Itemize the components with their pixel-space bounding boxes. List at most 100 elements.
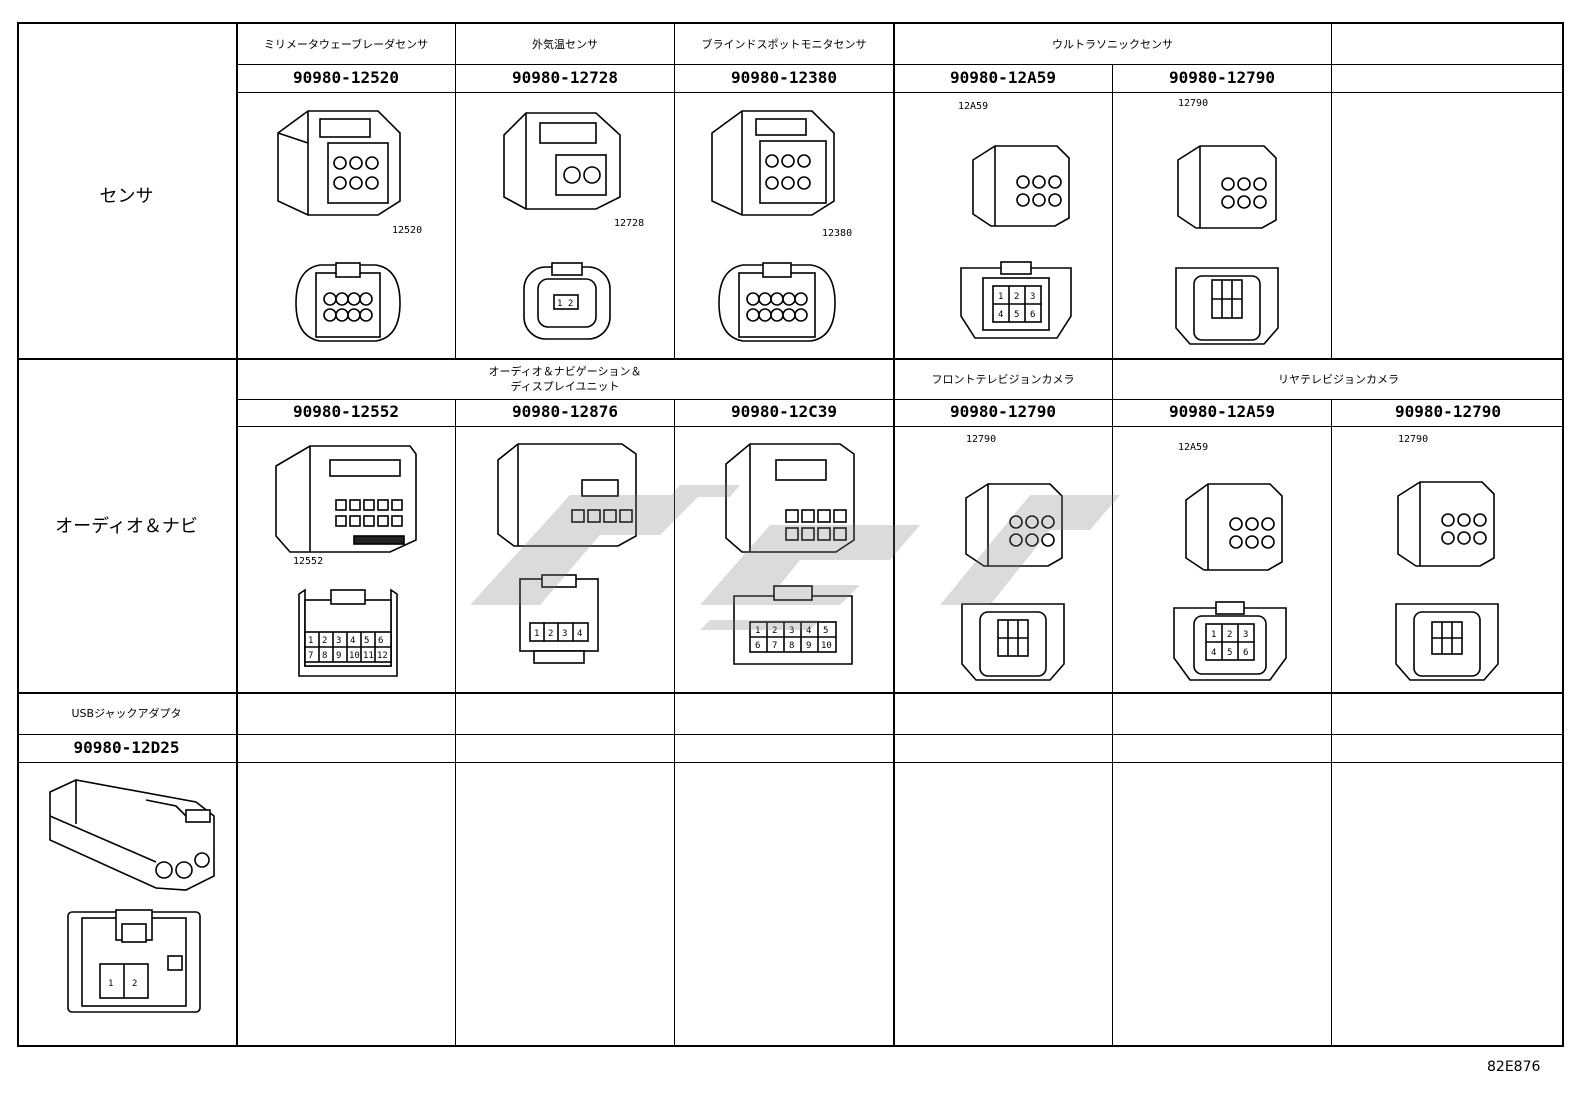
connector-12380-iso-drawing xyxy=(702,103,842,221)
svg-text:2: 2 xyxy=(1014,292,1019,302)
row2-pn-4: 90980-12790 xyxy=(950,402,1056,421)
row1-name-1: ミリメータウェーブレーダセンサ xyxy=(263,38,429,51)
connector-12790-rear-face-drawing xyxy=(1392,594,1502,686)
row1-pn-4: 90980-12A59 xyxy=(950,68,1056,87)
row3-name: USBジャックアダプタ xyxy=(71,707,182,720)
connector-12728-face-drawing: 1 2 xyxy=(518,257,616,345)
figure-code: 82E876 xyxy=(1487,1059,1541,1075)
svg-text:5: 5 xyxy=(364,636,369,646)
col-divider-3 xyxy=(893,22,895,1047)
svg-text:3: 3 xyxy=(1243,630,1248,640)
callout-12520: 12520 xyxy=(392,225,423,236)
svg-text:3: 3 xyxy=(562,629,567,639)
col-divider-5b xyxy=(1331,399,1332,1047)
connector-12790-front-face-drawing xyxy=(958,594,1068,686)
connector-12790-front-iso-drawing xyxy=(960,478,1066,570)
connector-12790-face-drawing xyxy=(1172,258,1282,350)
svg-text:2: 2 xyxy=(772,626,777,636)
row1-bottom-divider xyxy=(17,358,1564,360)
section-label-audio-navi: オーディオ＆ナビ xyxy=(55,516,198,537)
row3-pn: 90980-12D25 xyxy=(73,738,180,757)
callout-12728: 12728 xyxy=(614,218,645,229)
svg-text:2: 2 xyxy=(1227,630,1232,640)
svg-text:4: 4 xyxy=(1211,648,1216,658)
row1-pn-3: 90980-12380 xyxy=(731,68,837,87)
connector-12C39-iso-drawing xyxy=(720,440,860,558)
callout-12552: 12552 xyxy=(293,556,324,567)
col-divider-1b xyxy=(455,399,456,1047)
callout-12380: 12380 xyxy=(822,228,853,239)
row2-pn-1: 90980-12552 xyxy=(293,402,399,421)
connector-table xyxy=(17,22,1564,1047)
section-label-sensor: センサ xyxy=(99,186,154,207)
row1-name-4: ウルトラソニックセンサ xyxy=(1052,38,1173,51)
svg-text:3: 3 xyxy=(789,626,794,636)
svg-text:8: 8 xyxy=(789,641,794,651)
col-divider-2a xyxy=(674,22,675,358)
row1-name-divider xyxy=(237,64,1564,65)
col-divider-5a xyxy=(1331,22,1332,358)
svg-text:1: 1 xyxy=(998,292,1003,302)
callout-12790-row1: 12790 xyxy=(1178,98,1209,109)
row2-bottom-divider xyxy=(17,692,1564,694)
connector-12380-face-drawing xyxy=(713,255,841,351)
svg-text:6: 6 xyxy=(1243,648,1248,658)
svg-text:2: 2 xyxy=(548,629,553,639)
svg-text:4: 4 xyxy=(806,626,811,636)
svg-text:12: 12 xyxy=(377,651,388,661)
svg-text:8: 8 xyxy=(322,651,327,661)
svg-text:1: 1 xyxy=(755,626,760,636)
svg-text:7: 7 xyxy=(308,651,313,661)
svg-text:1: 1 xyxy=(308,636,313,646)
row2-name-divider xyxy=(237,399,1564,400)
connector-12790-rear-iso-drawing xyxy=(1392,476,1498,570)
connector-12A59-rear-face-drawing: 1 2 3 4 5 6 xyxy=(1170,598,1290,686)
svg-text:9: 9 xyxy=(336,651,341,661)
row2-name-3: リヤテレビジョンカメラ xyxy=(1278,373,1399,386)
row1-pn-2: 90980-12728 xyxy=(512,68,618,87)
callout-12A59-rear-camera: 12A59 xyxy=(1178,442,1209,453)
connector-12520-iso-drawing xyxy=(268,103,408,221)
svg-text:6: 6 xyxy=(1030,310,1035,320)
row2-name-1: オーディオ＆ナビゲーション＆ ディスプレイユニット xyxy=(488,365,642,393)
svg-text:1: 1 xyxy=(108,979,113,989)
col-divider-0 xyxy=(236,22,238,1047)
connector-12A59-iso-drawing xyxy=(965,140,1075,230)
col-divider-4a xyxy=(1112,64,1113,358)
svg-text:5: 5 xyxy=(1227,648,1232,658)
row3-name-divider xyxy=(17,734,1564,735)
callout-12A59-row1: 12A59 xyxy=(958,101,989,112)
svg-text:3: 3 xyxy=(336,636,341,646)
connector-12728-iso-drawing xyxy=(496,105,628,215)
svg-text:5: 5 xyxy=(1014,310,1019,320)
callout-12790-front-camera: 12790 xyxy=(966,434,997,445)
svg-text:9: 9 xyxy=(806,641,811,651)
row3-pn-divider xyxy=(17,762,1564,763)
svg-text:6: 6 xyxy=(378,636,383,646)
svg-text:10: 10 xyxy=(349,651,360,661)
svg-text:2: 2 xyxy=(322,636,327,646)
col-divider-4b xyxy=(1112,358,1113,1047)
row2-pn-2: 90980-12876 xyxy=(512,402,618,421)
connector-12790-iso-drawing xyxy=(1172,140,1280,232)
row2-pn-5: 90980-12A59 xyxy=(1169,402,1275,421)
connector-12520-face-drawing xyxy=(290,255,406,351)
svg-text:4: 4 xyxy=(350,636,355,646)
connector-12D25-iso-drawing xyxy=(46,776,218,894)
svg-text:1: 1 xyxy=(534,629,539,639)
row1-name-2: 外気温センサ xyxy=(532,38,598,51)
row1-pn-1: 90980-12520 xyxy=(293,68,399,87)
connector-12876-iso-drawing xyxy=(492,440,642,550)
svg-text:11: 11 xyxy=(363,651,374,661)
svg-text:3: 3 xyxy=(1030,292,1035,302)
svg-text:1 2: 1 2 xyxy=(557,299,573,309)
connector-12552-iso-drawing xyxy=(270,440,420,558)
svg-text:1: 1 xyxy=(1211,630,1216,640)
col-divider-1a xyxy=(455,22,456,358)
row2-pn-3: 90980-12C39 xyxy=(731,402,837,421)
row2-pn-divider xyxy=(237,426,1564,427)
